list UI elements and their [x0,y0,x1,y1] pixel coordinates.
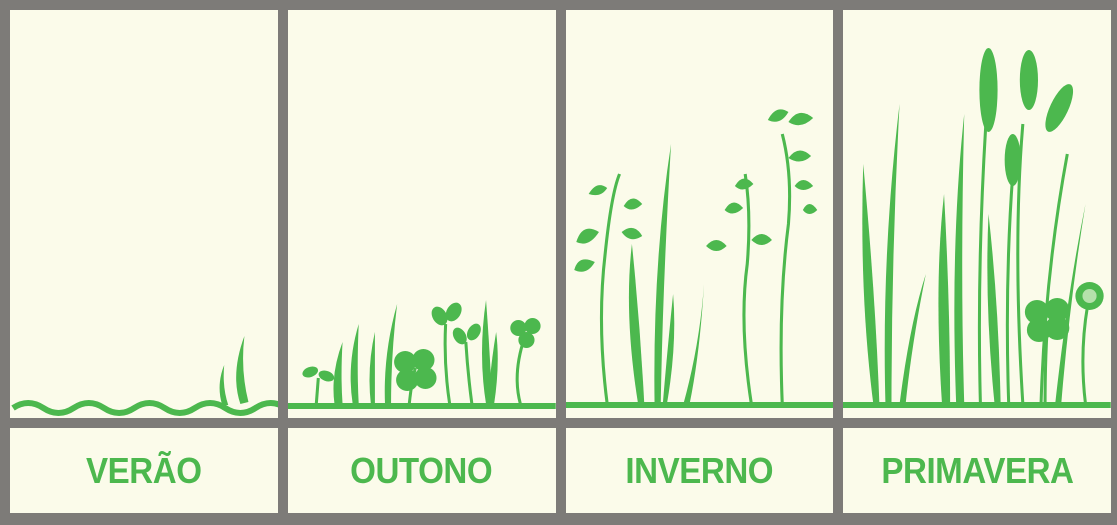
wheat-ear [979,48,998,132]
grass-blade [333,342,343,404]
wheat-stem [978,83,991,405]
leaf [750,234,772,245]
leaf [575,228,599,244]
wheat-stem [1039,153,1070,405]
label-inverno: INVERNO [565,428,834,513]
clover-leaf [1027,318,1052,342]
leaf [588,185,607,196]
clover-leaf [1045,316,1070,340]
panel-primavera-scene [843,10,1111,418]
label-verao: VERÃO [10,428,278,513]
primavera-illustration [843,48,1111,408]
verao-illustration [11,336,278,416]
inverno-illustration [565,109,834,408]
clover-leaf [412,349,435,371]
leaf [445,302,462,322]
ground-line [565,402,834,408]
leaf [787,150,811,162]
sprout [219,365,229,405]
leaf [705,240,727,251]
stem [464,341,474,405]
stem [741,173,753,405]
leaf [466,323,481,341]
grass-blade [662,294,674,404]
season-label: VERÃO [86,449,202,491]
panel-verao-scene [10,10,278,418]
grass-blade [987,214,1001,404]
clover-leaf [393,351,417,373]
leaf [794,180,813,190]
outono-illustration [287,300,556,409]
clover-flower-center [1082,289,1097,303]
leaf [787,112,813,126]
stem [599,173,621,405]
clover-leaf [395,369,419,391]
leaf [573,259,595,272]
clover-stem [1043,329,1049,405]
grass-blade [653,144,671,404]
sprout [236,336,249,404]
panel-inverno-scene [565,10,834,418]
leaf [452,327,467,345]
leaf [767,109,788,122]
clover-leaf [1045,298,1070,322]
grass-blade [350,324,359,404]
grass-blade [682,284,704,404]
clover-leaf [524,318,541,334]
leaf [318,370,334,382]
wheat-ear [1045,84,1074,132]
clover-leaf [518,332,535,348]
leaf [431,306,448,326]
flower-stem [1081,305,1090,405]
wheat-ear [1020,50,1039,110]
stem [443,323,451,405]
label-outono: OUTONO [287,428,556,513]
label-primavera: PRIMAVERA [843,428,1111,513]
leaf [802,204,817,214]
clover-leaf [414,367,437,389]
grass-blade [899,274,927,404]
stem [515,337,526,405]
grass-blade [628,244,644,404]
leaf [734,178,753,190]
clover-leaf [1025,300,1050,324]
leaf [724,202,743,214]
wavy-ground [11,400,278,416]
grass-blade [862,164,880,404]
season-label: OUTONO [350,449,493,491]
wheat-stem [1006,173,1015,405]
grass-blade [384,304,397,404]
grass-blade [481,300,492,404]
season-label: INVERNO [625,449,774,491]
panel-outono-scene [287,10,556,418]
grass-blade [487,332,498,404]
leaf [623,198,642,210]
wheat-ear [1004,134,1022,186]
grass-blade [369,332,375,404]
leaf [621,227,642,240]
ground-line [843,402,1111,408]
stem [779,133,791,405]
ground-line [287,403,556,409]
leaf [302,366,318,378]
grass-blade [1055,204,1086,404]
seedling [314,377,320,405]
grass-blade [938,194,951,404]
grass-blade [884,104,900,404]
season-label: PRIMAVERA [881,449,1074,491]
grass-blade [954,114,965,404]
clover-leaf [510,320,527,336]
